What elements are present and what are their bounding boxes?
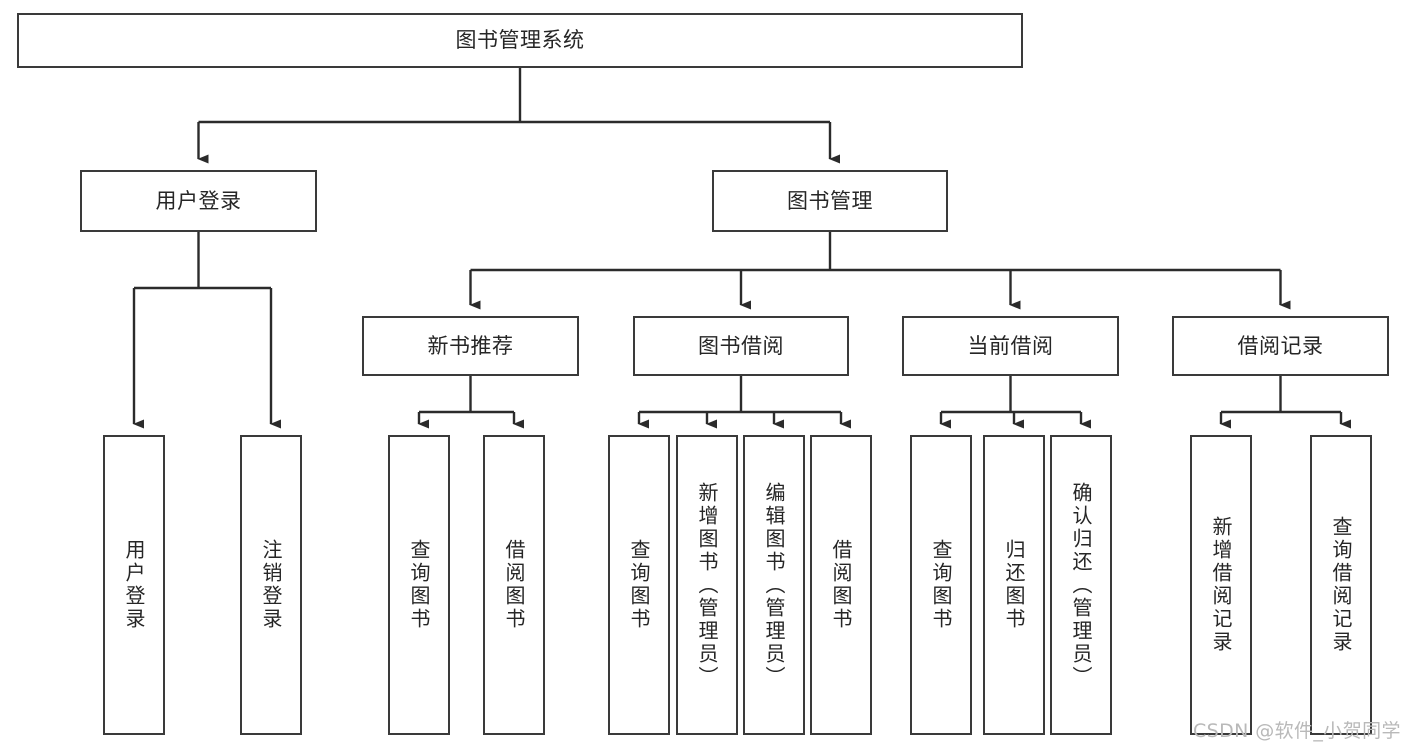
node-leaf-query-book-1[interactable]: 查询图书 — [388, 435, 450, 735]
node-leaf-user-login[interactable]: 用户登录 — [103, 435, 165, 735]
node-new-book-recommend[interactable]: 新书推荐 — [362, 316, 579, 376]
node-leaf-query-record[interactable]: 查询借阅记录 — [1310, 435, 1372, 735]
node-label-leaf-add-record: 新增借阅记录 — [1209, 516, 1233, 654]
node-leaf-add-record[interactable]: 新增借阅记录 — [1190, 435, 1252, 735]
node-leaf-query-book-3[interactable]: 查询图书 — [910, 435, 972, 735]
node-leaf-confirm-return[interactable]: 确认归还（管理员） — [1050, 435, 1112, 735]
node-label-leaf-return-book: 归还图书 — [1002, 539, 1026, 631]
node-book-manage[interactable]: 图书管理 — [712, 170, 948, 232]
node-leaf-query-book-2[interactable]: 查询图书 — [608, 435, 670, 735]
node-label-root: 图书管理系统 — [455, 28, 585, 53]
node-leaf-add-book[interactable]: 新增图书（管理员） — [676, 435, 738, 735]
node-book-borrow[interactable]: 图书借阅 — [633, 316, 849, 376]
node-label-leaf-add-book: 新增图书（管理员） — [695, 481, 719, 689]
node-label-leaf-query-book-2: 查询图书 — [627, 539, 651, 631]
node-user-login[interactable]: 用户登录 — [80, 170, 317, 232]
node-label-leaf-query-book-1: 查询图书 — [407, 539, 431, 631]
node-label-leaf-confirm-return: 确认归还（管理员） — [1069, 481, 1093, 689]
node-label-leaf-user-login: 用户登录 — [122, 539, 146, 631]
node-label-leaf-borrow-book-2: 借阅图书 — [829, 539, 853, 631]
node-label-leaf-user-logout: 注销登录 — [259, 539, 283, 631]
node-label-user-login: 用户登录 — [155, 188, 242, 213]
node-label-leaf-borrow-book-1: 借阅图书 — [502, 539, 526, 631]
node-leaf-return-book[interactable]: 归还图书 — [983, 435, 1045, 735]
node-leaf-user-logout[interactable]: 注销登录 — [240, 435, 302, 735]
node-label-new-book-recommend: 新书推荐 — [427, 333, 514, 358]
node-label-current-borrow: 当前借阅 — [967, 333, 1054, 358]
node-leaf-borrow-book-2[interactable]: 借阅图书 — [810, 435, 872, 735]
node-label-leaf-edit-book: 编辑图书（管理员） — [762, 481, 786, 689]
node-label-borrow-record: 借阅记录 — [1237, 333, 1324, 358]
node-label-book-borrow: 图书借阅 — [698, 333, 784, 358]
node-leaf-edit-book[interactable]: 编辑图书（管理员） — [743, 435, 805, 735]
node-label-leaf-query-book-3: 查询图书 — [929, 539, 953, 631]
node-current-borrow[interactable]: 当前借阅 — [902, 316, 1119, 376]
node-root[interactable]: 图书管理系统 — [17, 13, 1023, 68]
node-leaf-borrow-book-1[interactable]: 借阅图书 — [483, 435, 545, 735]
node-label-book-manage: 图书管理 — [787, 188, 873, 213]
node-borrow-record[interactable]: 借阅记录 — [1172, 316, 1389, 376]
node-label-leaf-query-record: 查询借阅记录 — [1329, 516, 1353, 654]
